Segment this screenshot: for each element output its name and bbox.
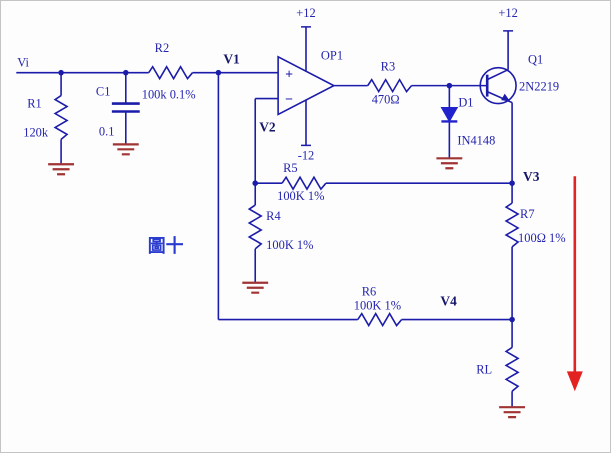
junction-dots <box>58 69 515 323</box>
r2-value-label: 100k 0.1% <box>142 88 196 102</box>
d1-value-label: IN4148 <box>457 133 495 147</box>
r1-ground-symbol <box>48 163 75 176</box>
r7-value-label: 100Ω 1% <box>518 231 566 245</box>
q1-transistor-symbol <box>479 30 517 184</box>
q1-value-label: 2N2219 <box>519 80 559 94</box>
r4-ground-symbol <box>242 281 269 294</box>
r3-ref-label: R3 <box>381 60 396 74</box>
r1-value-label: 120k <box>23 125 49 139</box>
net-v4-wires <box>217 72 513 321</box>
vi-net-label: Vi <box>17 56 29 70</box>
v4-net-label: V4 <box>440 294 457 309</box>
r4-value-label: 100K 1% <box>266 238 313 252</box>
c1-value-label: 0.1 <box>99 124 115 138</box>
q1-ref-label: Q1 <box>528 53 543 67</box>
v3-net-label: V3 <box>523 169 540 184</box>
current-direction-arrow-icon <box>566 176 583 392</box>
d1-ground-symbol <box>436 157 463 170</box>
r6-value-label: 100K 1% <box>354 299 401 313</box>
d1-ref-label: D1 <box>458 96 473 110</box>
r4-ref-label: R4 <box>266 209 281 223</box>
c1-ref-label: C1 <box>96 85 111 99</box>
r3-value-label: 470Ω <box>372 93 400 107</box>
r1-resistor-symbol <box>53 94 69 140</box>
r5-resistor-symbol <box>281 175 327 191</box>
r3-resistor-symbol <box>367 78 413 94</box>
r1-ref-label: R1 <box>27 97 42 111</box>
rl-resistor-symbol <box>504 346 520 392</box>
r2-ref-label: R2 <box>155 41 170 55</box>
r4-resistor-symbol <box>247 204 263 250</box>
opamp-positive-rail-label: +12 <box>296 6 315 20</box>
c1-ground-symbol <box>112 143 139 156</box>
q1-positive-rail-label: +12 <box>498 6 517 20</box>
r5-ref-label: R5 <box>283 161 298 175</box>
r5-value-label: 100K 1% <box>277 189 324 203</box>
r6-resistor-symbol <box>357 312 403 328</box>
c1-capacitor-symbol <box>111 102 140 113</box>
rl-ground-symbol <box>499 406 526 419</box>
r6-ref-label: R6 <box>362 285 377 299</box>
net-v2-wires <box>254 97 279 283</box>
opamp-negative-rail-label: -12 <box>298 148 315 162</box>
r7-resistor-symbol <box>504 202 520 248</box>
op1-ref-label: OP1 <box>321 49 343 63</box>
figure-caption: 圖十 <box>148 235 184 256</box>
r7-ref-label: R7 <box>520 207 535 221</box>
op1-opamp-symbol <box>277 26 336 147</box>
d1-diode-symbol <box>440 107 459 123</box>
rl-ref-label: RL <box>476 362 492 376</box>
opamp-plus-input-label: + <box>285 68 293 83</box>
v2-net-label: V2 <box>259 119 276 134</box>
v1-net-label: V1 <box>223 52 240 67</box>
r2-resistor-symbol <box>148 65 194 81</box>
opamp-minus-input-label: − <box>285 93 293 108</box>
